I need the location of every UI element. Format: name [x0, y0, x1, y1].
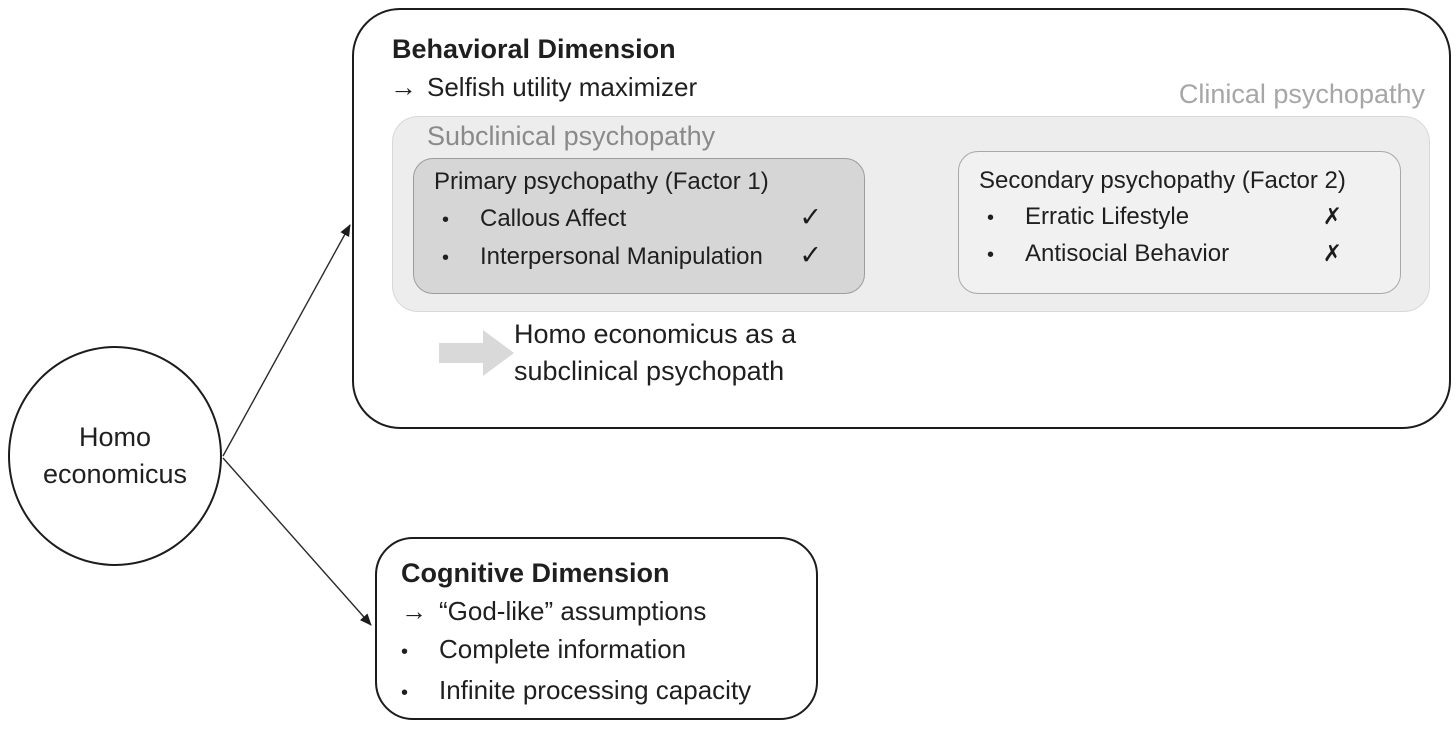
bullet-icon: •: [442, 209, 450, 231]
primary-psychopathy-title: Primary psychopathy (Factor 1): [434, 168, 769, 195]
primary-item-label: Callous Affect: [480, 205, 627, 232]
list-item: • Complete information: [401, 630, 816, 671]
list-item: • Infinite processing capacity: [401, 671, 816, 712]
cognitive-title: Cognitive Dimension: [401, 558, 670, 588]
primary-psychopathy-box: Primary psychopathy (Factor 1) • Callous…: [413, 158, 865, 294]
behavioral-subtitle: Selfish utility maximizer: [427, 72, 698, 102]
behavioral-title: Behavioral Dimension: [392, 34, 676, 64]
behavioral-dimension-box: Behavioral Dimension → Selfish utility m…: [352, 8, 1451, 429]
conclusion-text: Homo economicus as a subclinical psychop…: [514, 316, 796, 390]
arrow-to-cognitive: [222, 457, 372, 626]
secondary-psychopathy-title: Secondary psychopathy (Factor 2): [979, 167, 1346, 194]
list-item: • Erratic Lifestyle ✗: [987, 199, 1400, 236]
cognitive-dimension-box: Cognitive Dimension → “God-like” assumpt…: [375, 537, 818, 720]
cognitive-subtitle-row: → “God-like” assumptions: [401, 592, 816, 630]
bullet-icon: •: [987, 207, 995, 229]
bullet-icon: •: [442, 247, 450, 269]
block-arrow-icon: [439, 330, 514, 376]
cross-icon: ✗: [1322, 204, 1342, 230]
bullet-icon: •: [401, 641, 409, 663]
cognitive-item-label: Infinite processing capacity: [439, 675, 752, 705]
check-icon: ✓: [799, 202, 822, 233]
cognitive-item-label: Complete information: [439, 634, 687, 664]
primary-item-label: Interpersonal Manipulation: [480, 243, 763, 270]
list-item: • Antisocial Behavior ✗: [987, 236, 1400, 273]
clinical-psychopathy-label: Clinical psychopathy: [1178, 79, 1425, 109]
subclinical-psychopathy-label: Subclinical psychopathy: [427, 121, 716, 151]
secondary-item-label: Erratic Lifestyle: [1025, 203, 1190, 230]
behavioral-subtitle-row: → Selfish utility maximizer: [390, 72, 697, 103]
conclusion-line2: subclinical psychopath: [514, 356, 785, 386]
cross-icon: ✗: [1322, 241, 1342, 267]
homo-economicus-label-line1: Homo: [78, 422, 152, 452]
homo-economicus-label-line2: economicus: [42, 459, 188, 489]
subclinical-psychopathy-region: Subclinical psychopathy Primary psychopa…: [392, 116, 1430, 312]
homo-economicus-node: Homo economicus: [8, 346, 222, 566]
check-icon: ✓: [799, 240, 822, 271]
right-arrow-icon: →: [401, 596, 427, 626]
arrow-to-behavioral: [222, 224, 351, 457]
bullet-icon: •: [401, 682, 409, 704]
bullet-icon: •: [987, 244, 995, 266]
secondary-item-label: Antisocial Behavior: [1025, 240, 1230, 267]
cognitive-subtitle: “God-like” assumptions: [439, 596, 707, 626]
list-item: • Callous Affect ✓: [442, 200, 864, 238]
list-item: • Interpersonal Manipulation ✓: [442, 238, 864, 276]
secondary-psychopathy-box: Secondary psychopathy (Factor 2) • Errat…: [958, 151, 1401, 294]
conclusion-line1: Homo economicus as a: [514, 319, 797, 349]
right-arrow-icon: →: [390, 72, 417, 102]
